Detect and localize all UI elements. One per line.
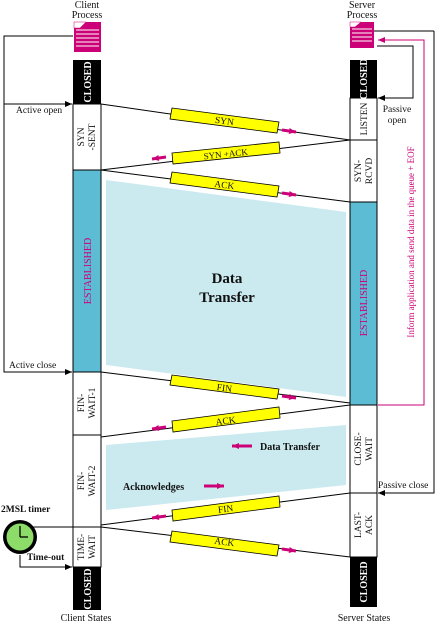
arrow-right-icon — [281, 191, 297, 197]
client-state-syn-sent-2: -SENT — [88, 123, 98, 150]
client-state-fin-wait-1a: FIN- — [77, 394, 87, 412]
passive-close-label: Passive close — [378, 481, 428, 491]
active-close-label: Active close — [9, 361, 56, 371]
server-state-close-wait-a: CLOSE- — [354, 432, 364, 465]
server-state-listen: LISTEN — [360, 103, 370, 136]
inform-connector — [378, 37, 425, 406]
client-connectors — [3, 35, 73, 570]
passive-open-label-2: open — [388, 116, 407, 126]
data-transfer-title-1: Data — [212, 271, 243, 287]
acknowledges-label: Acknowledges — [123, 482, 184, 493]
message-fin-2-label: FIN — [217, 504, 234, 516]
message-ack-3: ACK — [169, 530, 280, 557]
message-fin-2: FIN — [171, 495, 281, 522]
client-state-fin-wait-2a: FIN- — [77, 472, 87, 490]
client-state-closed-top: CLOSED — [83, 61, 94, 102]
server-state-close-wait-b: WAIT — [365, 437, 375, 461]
clock-icon — [3, 520, 37, 554]
client-state-established: ESTABLISHED — [83, 238, 94, 304]
server-state-syn-rcvd-a: SYN- — [354, 160, 364, 182]
message-syn-label: SYN — [214, 116, 234, 128]
half-close-data-area — [106, 425, 346, 510]
client-timeline — [72, 60, 102, 610]
client-state-syn-sent-1: SYN — [77, 127, 87, 146]
arrow-right-icon — [281, 394, 297, 400]
arrow-left-icon — [151, 514, 167, 520]
client-state-fin-wait-1b: WAIT-1 — [88, 387, 98, 418]
passive-open-label-1: Passive — [383, 105, 412, 115]
inform-application-note: Inform application and send data in the … — [406, 146, 416, 337]
arrow-right-icon — [281, 547, 297, 553]
client-state-closed-bottom: CLOSED — [83, 568, 94, 609]
server-process-icon — [349, 21, 374, 48]
client-state-time-wait-b: WAIT — [88, 535, 98, 559]
server-state-syn-rcvd-b: RCVD — [365, 158, 375, 185]
message-ack-1: ACK — [169, 171, 280, 198]
server-state-closed-top: CLOSED — [359, 58, 370, 99]
client-state-time-wait-a: TIME- — [77, 534, 87, 560]
message-ack-3-label: ACK — [214, 537, 235, 550]
data-transfer-area — [106, 180, 346, 397]
server-state-last-ack-b: ACK — [365, 515, 375, 535]
message-syn: SYN — [169, 107, 280, 134]
message-fin-1: FIN — [169, 374, 280, 400]
server-connectors — [374, 30, 435, 496]
message-syn-ack-label: SYN +ACK — [203, 147, 249, 162]
arrow-right-icon — [281, 128, 297, 134]
server-timeline — [349, 60, 378, 607]
timeout-label: Time-out — [27, 553, 65, 563]
arrow-left-icon — [151, 155, 167, 161]
server-state-last-ack-a: LAST- — [354, 512, 364, 538]
data-transfer-title-2: Transfer — [199, 290, 255, 306]
server-process-label: Server — [349, 0, 376, 11]
server-states-label: Server States — [338, 613, 391, 624]
active-open-label: Active open — [16, 106, 62, 116]
client-process-label-2: Process — [72, 10, 103, 21]
message-ack-2: ACK — [171, 406, 281, 433]
client-process-icon — [73, 21, 101, 52]
timer-label: 2MSL timer — [1, 505, 51, 515]
client-states-label: Client States — [61, 613, 112, 624]
client-state-fin-wait-2b: WAIT-2 — [88, 465, 98, 496]
arrow-left-icon — [151, 425, 167, 431]
message-ack-2-label: ACK — [215, 416, 236, 429]
client-process-label: Client — [75, 0, 100, 11]
message-fin-1-label: FIN — [216, 383, 233, 395]
message-ack-1-label: ACK — [214, 180, 235, 193]
half-data-transfer-label: Data Transfer — [260, 442, 320, 453]
message-syn-ack: SYN +ACK — [171, 141, 281, 165]
server-state-closed-bottom: CLOSED — [359, 561, 370, 602]
server-state-established: ESTABLISHED — [359, 270, 370, 336]
server-process-label-2: Process — [347, 10, 378, 21]
